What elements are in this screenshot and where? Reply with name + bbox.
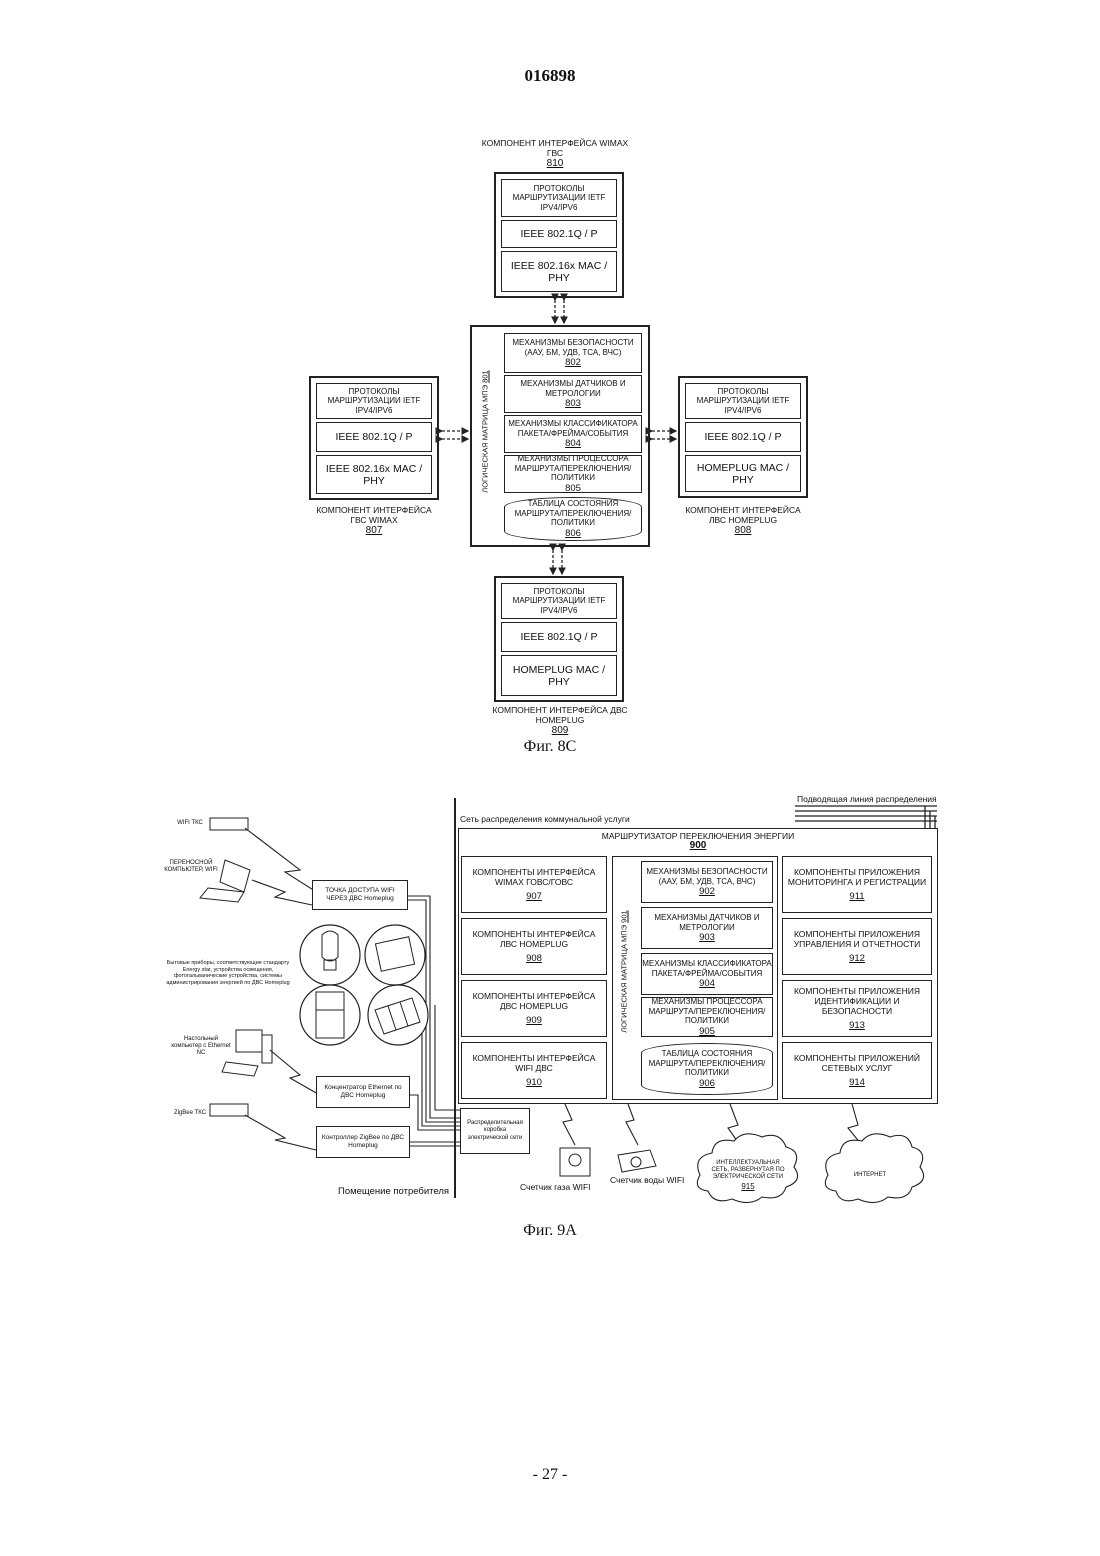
water-meter-shape: [618, 1150, 656, 1172]
box-number: 914: [849, 1077, 865, 1089]
classifier-mechanisms-904: МЕХАНИЗМЫ КЛАССИФИКАТОРА ПАКЕТА/ФРЕЙМА/С…: [641, 953, 773, 995]
security-mechanisms-902: МЕХАНИЗМЫ БЕЗОПАСНОСТИ (ААУ, БМ, УДВ, ТС…: [641, 861, 773, 903]
refrigerator-icon: [300, 985, 360, 1045]
box-number: 910: [526, 1077, 542, 1089]
internet-label: ИНТЕРНЕТ: [840, 1172, 900, 1179]
cell-text: МЕХАНИЗМЫ ДАТЧИКОВ И МЕТРОЛОГИИ: [642, 913, 772, 932]
cell-number: 902: [699, 886, 715, 897]
cell-number: 904: [699, 978, 715, 989]
logical-matrix-901: ЛОГИЧЕСКАЯ МАТРИЦА МПЭ 901 МЕХАНИЗМЫ БЕЗ…: [612, 856, 778, 1100]
box-number: 908: [526, 953, 542, 965]
water-meter-label: Счетчик воды WIFI: [610, 1175, 684, 1185]
wifi-tkc-label: WIFI ТКС: [170, 820, 210, 827]
sensor-mechanisms-903: МЕХАНИЗМЫ ДАТЧИКОВ И МЕТРОЛОГИИ 903: [641, 907, 773, 949]
box-text: КОМПОНЕНТЫ ПРИЛОЖЕНИЯ УПРАВЛЕНИЯ И ОТЧЕТ…: [785, 929, 929, 949]
application-911: КОМПОНЕНТЫ ПРИЛОЖЕНИЯ МОНИТОРИНГА И РЕГИ…: [782, 856, 932, 913]
laptop-label: ПЕРЕНОСНОЙ КОМПЬЮТЕР, WIFI: [160, 860, 222, 874]
smartgrid-text: ИНТЕЛЛЕКТУАЛЬНАЯ СЕТЬ, РАЗВЕРНУТАЯ ПО ЭЛ…: [711, 1160, 784, 1180]
interface-908: КОМПОНЕНТЫ ИНТЕРФЕЙСА ЛВС HOMEPLUG 908: [461, 918, 607, 975]
zigbee-controller-box: Контроллер ZigBee по ДВС Homeplug: [316, 1126, 410, 1158]
box-text: КОМПОНЕНТЫ ПРИЛОЖЕНИЯ ИДЕНТИФИКАЦИИ И БЕ…: [785, 986, 929, 1016]
wifi-access-point-box: ТОЧКА ДОСТУПА WIFI ЧЕРЕЗ ДВС Homeplug: [312, 880, 408, 910]
laptop-screen: [220, 860, 250, 892]
box-number: 909: [526, 1015, 542, 1027]
box-text: КОМПОНЕНТЫ ПРИЛОЖЕНИЙ СЕТЕВЫХ УСЛУГ: [785, 1053, 929, 1073]
cell-text: МЕХАНИЗМЫ ПРОЦЕССОРА МАРШРУТА/ПЕРЕКЛЮЧЕН…: [642, 997, 772, 1026]
smartgrid-label: ИНТЕЛЛЕКТУАЛЬНАЯ СЕТЬ, РАЗВЕРНУТАЯ ПО ЭЛ…: [708, 1160, 788, 1192]
zigbee-tkc-label: ZigBee ТКС: [170, 1110, 210, 1117]
tower-shape: [262, 1035, 272, 1063]
matrix-label-text: ЛОГИЧЕСКАЯ МАТРИЦА МПЭ: [620, 925, 629, 1033]
distribution-box: Распределительная коробка электрической …: [460, 1108, 530, 1154]
cell-number: 903: [699, 932, 715, 943]
laptop-keyboard: [200, 888, 244, 902]
feeder-line-label: Подводящая линия распределения: [797, 794, 937, 804]
application-914: КОМПОНЕНТЫ ПРИЛОЖЕНИЙ СЕТЕВЫХ УСЛУГ 914: [782, 1042, 932, 1099]
gas-meter-shape: [560, 1148, 590, 1176]
interface-910: КОМПОНЕНТЫ ИНТЕРФЕЙСА WIFI ДВС 910: [461, 1042, 607, 1099]
lightbulb-icon: [300, 925, 360, 985]
internet-cloud: [825, 1134, 923, 1203]
box-text: КОМПОНЕНТЫ ПРИЛОЖЕНИЯ МОНИТОРИНГА И РЕГИ…: [785, 867, 929, 887]
desktop-label: Настольный компьютер с Ethernet NC: [170, 1036, 232, 1057]
box-text: КОМПОНЕНТЫ ИНТЕРФЕЙСА WIMAX ГОВС/ГОВС: [464, 867, 604, 887]
box-text: КОМПОНЕНТЫ ИНТЕРФЕЙСА ДВС HOMEPLUG: [464, 991, 604, 1011]
processor-mechanisms-905: МЕХАНИЗМЫ ПРОЦЕССОРА МАРШРУТА/ПЕРЕКЛЮЧЕН…: [641, 997, 773, 1037]
ethernet-hub-box: Концентратор Ethernet по ДВС Homeplug: [316, 1076, 410, 1108]
keyboard-shape: [222, 1062, 258, 1076]
box-text: КОМПОНЕНТЫ ИНТЕРФЕЙСА ЛВС HOMEPLUG: [464, 929, 604, 949]
link-desktop: [270, 1050, 318, 1094]
matrix-vertical-label: ЛОГИЧЕСКАЯ МАТРИЦА МПЭ 901: [620, 907, 629, 1037]
cell-text: МЕХАНИЗМЫ БЕЗОПАСНОСТИ (ААУ, БМ, УДВ, ТС…: [642, 867, 772, 886]
link-wifi-tkc: [245, 828, 318, 893]
box-number: 907: [526, 891, 542, 903]
wifi-tkc-device: [210, 818, 248, 830]
premises-label: Помещение потребителя: [338, 1186, 449, 1197]
wire-appliances-2: [435, 1005, 460, 1110]
cell-number: 905: [699, 1026, 715, 1037]
gas-meter-label: Счетчик газа WIFI: [520, 1182, 591, 1192]
application-913: КОМПОНЕНТЫ ПРИЛОЖЕНИЯ ИДЕНТИФИКАЦИИ И БЕ…: [782, 980, 932, 1037]
appliances-label: Бытовые приборы, соответствующие стандар…: [158, 960, 298, 986]
water-meter-dial: [631, 1157, 641, 1167]
application-912: КОМПОНЕНТЫ ПРИЛОЖЕНИЯ УПРАВЛЕНИЯ И ОТЧЕТ…: [782, 918, 932, 975]
figure-9a-caption: Фиг. 9А: [500, 1222, 600, 1240]
interface-907: КОМПОНЕНТЫ ИНТЕРФЕЙСА WIMAX ГОВС/ГОВС 90…: [461, 856, 607, 913]
zigbee-tkc-device: [210, 1104, 248, 1116]
router-number: 900: [459, 841, 937, 851]
tablet-display-icon: [365, 925, 425, 985]
box-number: 912: [849, 953, 865, 965]
link-zigbee-tkc: [245, 1115, 316, 1150]
interface-909: КОМПОНЕНТЫ ИНТЕРФЕЙСА ДВС HOMEPLUG 909: [461, 980, 607, 1037]
table-number: 906: [699, 1078, 715, 1089]
box-text: КОМПОНЕНТЫ ИНТЕРФЕЙСА WIFI ДВС: [464, 1053, 604, 1073]
link-gas-meter: [563, 1104, 575, 1145]
utility-network-label: Сеть распределения коммунальной услуги: [460, 814, 630, 824]
box-number: 913: [849, 1020, 865, 1032]
table-text: ТАБЛИЦА СОСТОЯНИЯ МАРШРУТА/ПЕРЕКЛЮЧЕНИЯ/…: [642, 1049, 772, 1078]
router-title-block: МАРШРУТИЗАТОР ПЕРЕКЛЮЧЕНИЯ ЭНЕРГИИ 900: [459, 831, 937, 851]
matrix-number: 901: [620, 910, 629, 923]
state-table-906: ТАБЛИЦА СОСТОЯНИЯ МАРШРУТА/ПЕРЕКЛЮЧЕНИЯ/…: [641, 1043, 773, 1095]
gas-meter-dial: [569, 1154, 581, 1166]
link-water-meter: [626, 1104, 638, 1145]
page-number: - 27 -: [0, 1466, 1100, 1484]
cell-text: МЕХАНИЗМЫ КЛАССИФИКАТОРА ПАКЕТА/ФРЕЙМА/С…: [642, 959, 772, 978]
smartgrid-number: 915: [708, 1181, 788, 1192]
monitor-shape: [236, 1030, 262, 1052]
box-number: 911: [849, 891, 864, 903]
